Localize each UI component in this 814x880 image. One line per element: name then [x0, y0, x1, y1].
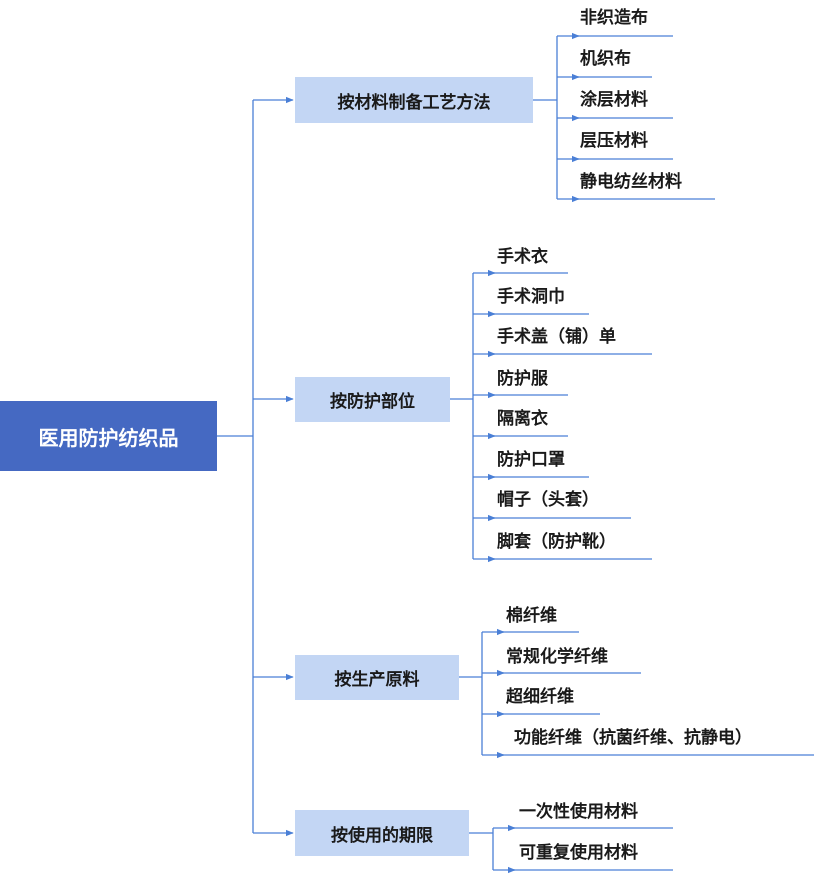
category-label: 按生产原料 — [334, 670, 420, 690]
category-label: 按防护部位 — [330, 392, 415, 412]
leaf-item: 脚套（防护靴） — [497, 532, 616, 552]
category-node-raw-material: 按生产原料 — [295, 655, 459, 700]
leaf-item: 帽子（头套） — [497, 490, 599, 510]
leaf-item: 涂层材料 — [580, 90, 648, 110]
category-node-process: 按材料制备工艺方法 — [295, 77, 533, 123]
leaf-item: 手术洞巾 — [497, 287, 565, 307]
root-node: 医用防护纺织品 — [0, 401, 217, 471]
leaf-item: 一次性使用材料 — [519, 802, 638, 822]
leaf-item: 常规化学纤维 — [506, 647, 608, 667]
category-node-usage-period: 按使用的期限 — [295, 810, 469, 856]
leaf-item: 静电纺丝材料 — [580, 172, 682, 192]
leaf-item: 手术衣 — [497, 247, 548, 267]
category-label: 按使用的期限 — [331, 825, 433, 846]
leaf-item: 层压材料 — [580, 131, 648, 151]
root-label: 医用防护纺织品 — [38, 425, 179, 450]
category-node-body-part: 按防护部位 — [295, 377, 450, 422]
leaf-item: 棉纤维 — [506, 606, 557, 626]
leaf-item: 非织造布 — [580, 8, 648, 28]
leaf-item: 可重复使用材料 — [519, 843, 638, 863]
leaf-item: 手术盖（铺）单 — [497, 327, 616, 347]
leaf-item: 隔离衣 — [497, 409, 548, 429]
leaf-item: 功能纤维（抗菌纤维、抗静电） — [514, 728, 752, 748]
leaf-item: 超细纤维 — [506, 687, 574, 707]
leaf-item: 防护口罩 — [497, 450, 565, 470]
category-label: 按材料制备工艺方法 — [337, 92, 491, 113]
leaf-item: 机织布 — [580, 49, 631, 69]
leaf-item: 防护服 — [497, 369, 548, 389]
